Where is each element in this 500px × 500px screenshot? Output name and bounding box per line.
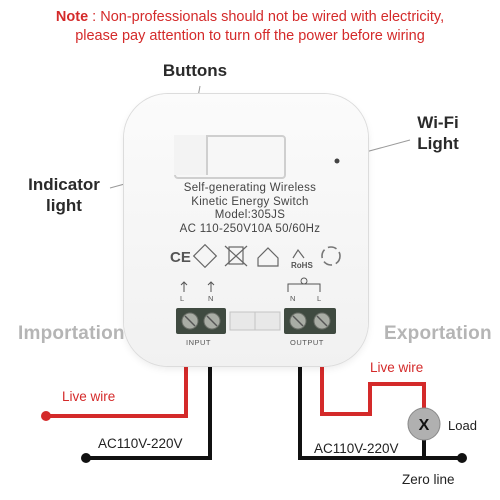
live-wire-left-label: Live wire	[62, 389, 116, 404]
neutral-wire-right-terminal	[457, 453, 467, 463]
indicator-light-callout: Indicator light	[14, 174, 114, 216]
note-line-2: please pay attention to turn off the pow…	[75, 28, 425, 44]
spec-line-4: AC 110-250V10A 50/60Hz	[179, 222, 321, 235]
input-terminal-n-label: N	[208, 294, 214, 303]
live-wire-left	[48, 364, 188, 418]
load-bulb-icon	[407, 407, 441, 441]
wiring-note: Note : Non-professionals should not be w…	[0, 8, 500, 46]
live-wire-left-terminal	[41, 411, 51, 421]
indicator-window	[174, 135, 208, 175]
ac-right-label: AC110V-220V	[314, 441, 399, 456]
output-label: OUTPUT	[290, 338, 324, 347]
note-prefix: Note	[55, 9, 89, 25]
neutral-wire-left	[88, 364, 212, 460]
buttons-callout: Buttons	[162, 61, 228, 80]
live-wire-right-label: Live wire	[370, 360, 424, 375]
output-terminal-n-label: N	[290, 294, 296, 303]
neutral-wire-right	[298, 364, 460, 460]
ac-left-label: AC110V-220V	[98, 436, 183, 451]
neutral-wire-left-terminal	[81, 453, 91, 463]
indicator-callout-line-1: Indicator	[28, 175, 100, 194]
live-wire-right	[320, 364, 426, 416]
output-terminal-l-label: L	[317, 294, 322, 303]
wifi-light-callout-line-2: Light	[417, 134, 459, 153]
spec-line-2: Kinetic Energy Switch	[191, 195, 309, 208]
wifi-light-callout-line-1: Wi-Fi	[417, 113, 459, 132]
spec-line-1: Self-generating Wireless	[183, 182, 317, 194]
indicator-callout-line-2: light	[46, 196, 82, 215]
load-symbol: X	[419, 417, 430, 434]
device-spec-text: Self-generating Wireless Kinetic Energy …	[160, 182, 340, 236]
importation-label: Importation	[18, 323, 125, 344]
note-line-1: : Non-professionals should not be wired …	[88, 9, 445, 25]
input-label: INPUT	[186, 338, 211, 347]
load-label: Load	[448, 418, 477, 433]
exportation-label: Exportation	[384, 323, 492, 344]
zero-line-label: Zero line	[402, 472, 455, 487]
spec-line-3: Model:305JS	[214, 209, 286, 221]
input-terminal-l-label: L	[180, 294, 185, 303]
wifi-light-callout: Wi-Fi Light	[408, 112, 468, 154]
